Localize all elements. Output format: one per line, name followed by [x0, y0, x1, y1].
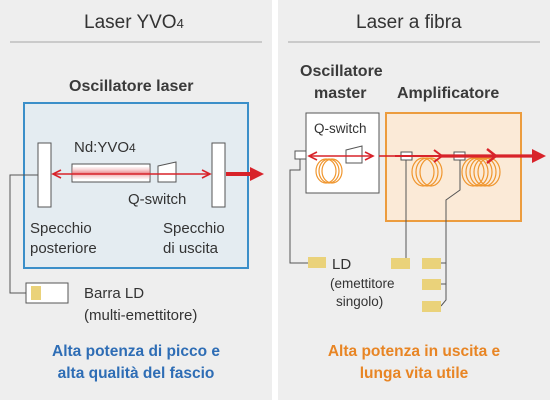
right-panel-title: Laser a fibra [356, 12, 462, 33]
left-panel-title: Laser YVO4 [84, 12, 184, 33]
master-beam-arrow-right [364, 151, 375, 161]
output-beam-arrow [250, 167, 264, 181]
fiber-output-arrow [532, 149, 546, 163]
left-tagline-line-1: Alta potenza di picco e [52, 343, 220, 360]
rear-mirror [37, 142, 52, 208]
output-mirror-label-1: Specchio [163, 220, 225, 237]
fiber-q-switch-element [345, 145, 363, 164]
ld-note-1: (emettitore [330, 276, 395, 291]
amp2-ld-2 [422, 279, 441, 290]
amp2-pump-line [440, 160, 461, 307]
oscillator-label: Oscillatore laser [69, 78, 194, 95]
left-qswitch-label: Q-switch [128, 191, 187, 208]
diode-bar-label-1: Barra LD [84, 285, 145, 302]
amplifier-label: Amplificatore [397, 85, 500, 102]
crystal-glow [72, 167, 150, 179]
master-oscillator-label-2: master [314, 85, 367, 102]
amplifier-fiber-coil-1 [411, 157, 443, 187]
rear-mirror-label-2: posteriore [30, 240, 97, 257]
output-mirror [211, 142, 226, 208]
right-tagline-line-2: lunga vita utile [359, 365, 469, 383]
right-tagline-line-1: Alta potenza in uscita e [327, 343, 501, 360]
diode-bar-label-2: (multi-emettitore) [84, 307, 198, 324]
amplifier-fiber-coil-2 [461, 157, 501, 187]
amplifier-box [385, 112, 522, 222]
oscillator-box [23, 102, 249, 269]
master-pump-line [289, 159, 308, 264]
amp-beam-2-arrow [486, 148, 498, 164]
amp2-ld-1 [422, 258, 441, 269]
q-switch-element [157, 161, 177, 183]
crystal-label: Nd:YVO4 [74, 139, 136, 156]
amp2-ld-3 [422, 301, 441, 312]
ld-note-2: singolo) [336, 294, 384, 309]
ld-label: LD [332, 256, 352, 273]
amp1-ld [391, 258, 410, 269]
master-ld [308, 257, 326, 268]
rear-mirror-label-1: Specchio [30, 220, 92, 237]
cavity-beam-arrow-right [201, 169, 212, 179]
left-title-subscript: 4 [176, 16, 184, 31]
crystal-subscript: 4 [129, 141, 136, 155]
master-beam-arrow-left [307, 151, 318, 161]
master-fiber-coil [315, 158, 343, 184]
pump-line [9, 174, 38, 294]
left-tagline: Alta potenza di picco e alta qualità del… [0, 341, 272, 386]
diode-bar-emitter [31, 286, 41, 300]
right-tagline: Alta potenza in uscita e lunga vita util… [278, 341, 550, 386]
master-oscillator-label-1: Oscillatore [300, 63, 383, 80]
output-mirror-label-2: di uscita [163, 240, 219, 257]
left-tagline-line-2: alta qualità del fascio [57, 365, 215, 383]
master-combiner [294, 150, 307, 160]
cavity-beam-arrow-left [51, 169, 62, 179]
right-qswitch-label: Q-switch [314, 121, 367, 136]
